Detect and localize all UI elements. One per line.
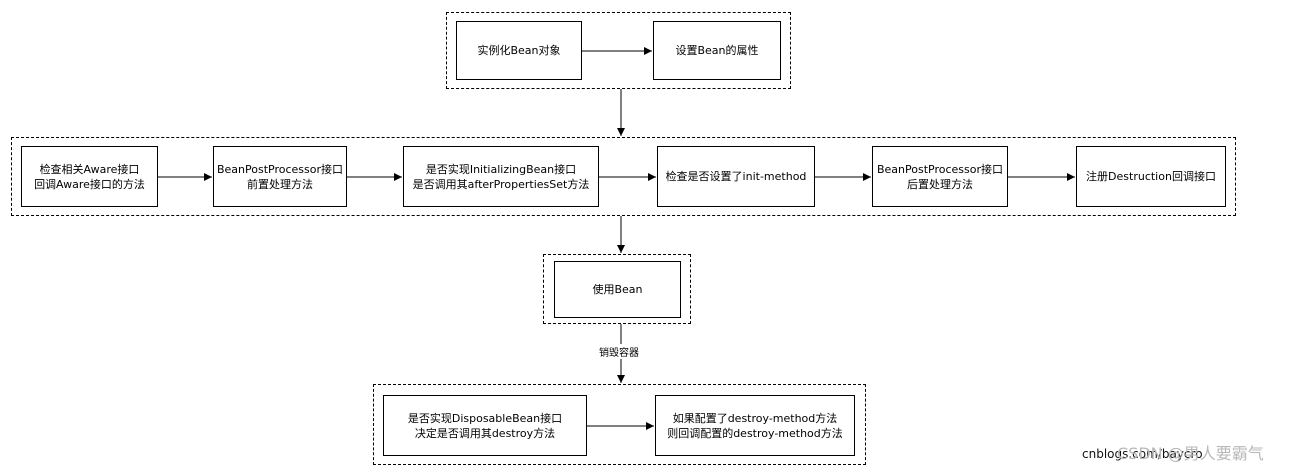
node-init-method: 检查是否设置了init-method [657,146,815,207]
node-aware-check-line2: 回调Aware接口的方法 [34,177,145,191]
node-disposable-bean: 是否实现DisposableBean接口 决定是否调用其destroy方法 [383,395,587,456]
node-bpp-after-line1: BeanPostProcessor接口 [876,162,1004,176]
edge-label-destroy-container: 销毁容器 [596,344,642,359]
group-usage [543,254,691,324]
node-bpp-after-line2: 后置处理方法 [907,177,973,191]
node-disposable-bean-line1: 是否实现DisposableBean接口 [407,411,563,425]
node-destroy-method: 如果配置了destroy-method方法 则回调配置的destroy-meth… [655,395,855,456]
node-initializing-bean-line2: 是否调用其afterPropertiesSet方法 [412,177,590,191]
node-bpp-after: BeanPostProcessor接口 后置处理方法 [872,146,1008,207]
node-destroy-method-line2: 则回调配置的destroy-method方法 [667,426,843,440]
node-instantiate-bean-label: 实例化Bean对象 [477,44,561,57]
node-initializing-bean: 是否实现InitializingBean接口 是否调用其afterPropert… [403,146,599,207]
group-instantiation [446,12,791,89]
node-bpp-before-line1: BeanPostProcessor接口 [216,162,344,176]
watermark-csdn: CSDN @男人要霸气 [1117,444,1264,463]
node-use-bean-label: 使用Bean [592,283,643,296]
node-use-bean: 使用Bean [554,261,681,318]
node-bpp-before: BeanPostProcessor接口 前置处理方法 [213,146,347,207]
node-set-properties: 设置Bean的属性 [653,21,781,80]
node-initializing-bean-line1: 是否实现InitializingBean接口 [425,162,577,176]
node-register-destruction-label: 注册Destruction回调接口 [1086,170,1216,183]
node-aware-check: 检查相关Aware接口 回调Aware接口的方法 [21,146,158,207]
node-instantiate-bean: 实例化Bean对象 [456,21,582,80]
node-disposable-bean-line2: 决定是否调用其destroy方法 [414,426,556,440]
group-initialization [11,137,1236,216]
node-bpp-before-line2: 前置处理方法 [247,177,313,191]
node-set-properties-label: 设置Bean的属性 [675,44,759,57]
node-init-method-label: 检查是否设置了init-method [665,170,807,183]
node-destroy-method-line1: 如果配置了destroy-method方法 [672,411,838,425]
node-register-destruction: 注册Destruction回调接口 [1076,146,1226,207]
watermark-site: cnblogs.com/baycro [1082,447,1203,461]
node-aware-check-line1: 检查相关Aware接口 [39,162,140,176]
group-destruction [373,384,866,465]
